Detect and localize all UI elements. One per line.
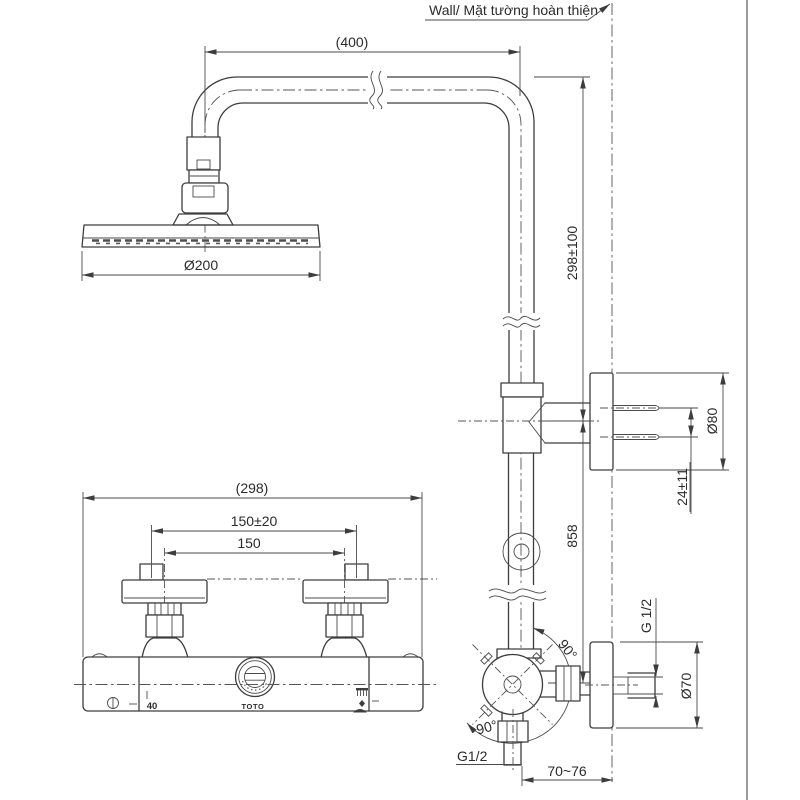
union-right	[320, 602, 368, 659]
dimension-wall-offset: 70~76	[521, 763, 613, 786]
mounting-screw-top	[600, 405, 667, 411]
dim-union-pitch-label: 150	[237, 535, 261, 551]
dimension-body-width: (298)	[82, 480, 423, 657]
shower-head	[81, 136, 321, 248]
swing-arc	[466, 627, 572, 744]
riser-break-upper	[502, 313, 541, 330]
dim-screw-pitch-label: 24±11	[674, 468, 690, 506]
swing-angle-upper-label: 90°	[555, 636, 581, 663]
dimension-union-pitch: 150	[164, 535, 345, 556]
head-dome	[185, 217, 221, 226]
dimension-arm-length: (400)	[204, 34, 521, 133]
thread-outlet-label: G 1/2	[638, 599, 654, 633]
spout-icon	[353, 709, 367, 713]
temp-40-marking: 40	[147, 701, 158, 712]
brand-logo: TOTO	[242, 702, 265, 711]
mounting-screw-bottom	[600, 434, 667, 440]
dimension-head-diameter: Ø200	[81, 251, 321, 281]
head-disc	[81, 224, 321, 248]
dim-elbow-diameter-label: Ø70	[678, 673, 694, 700]
wall-bracket	[458, 372, 667, 471]
dimension-screw-pitch: 24±11	[660, 407, 698, 514]
wall-finish-callout: Wall/ Mặt tường hoàn thiện	[425, 2, 611, 21]
dim-riser-total-label: 858	[564, 524, 580, 548]
safety-button-icon	[107, 697, 119, 709]
head-connector	[181, 182, 229, 214]
swing-angle-lower-label: 90°	[474, 717, 499, 738]
dim-riser-adjust-label: 298±100	[564, 226, 580, 281]
union-left	[141, 602, 189, 659]
wall-flange-plate	[589, 372, 614, 471]
union-nut-left	[145, 614, 184, 638]
valve-side-view: 90° 90°	[466, 627, 663, 770]
thread-inlet-label: G1/2	[457, 748, 488, 764]
dim-body-width-label: (298)	[236, 480, 269, 496]
riser-break-lower	[488, 585, 547, 602]
dim-wall-offset-label: 70~76	[547, 763, 587, 779]
riser-centerline	[486, 89, 522, 649]
head-skirt	[172, 213, 234, 226]
dimension-union-adjust: 150±20	[151, 513, 357, 578]
dimension-riser-heights: 298±100 858	[534, 76, 590, 684]
thread-inlet-callout: G1/2	[456, 748, 522, 765]
riser-union-nut	[500, 382, 544, 398]
diverter-dial	[234, 656, 276, 698]
elbow-nut	[555, 665, 581, 702]
dimension-elbow-diameter: Ø70	[616, 641, 703, 729]
dim-union-adjust-label: 150±20	[231, 513, 278, 529]
slider-knob	[502, 532, 541, 571]
dim-arm-length-label: (400)	[336, 34, 369, 50]
dim-flange-diameter-label: Ø80	[704, 408, 720, 435]
arm-pipe-break	[368, 70, 387, 110]
riser-pipe	[488, 313, 547, 659]
bracket-housing	[502, 396, 542, 454]
shower-arm	[191, 70, 535, 649]
mixer-front-view: 40 TOTO	[74, 548, 437, 713]
dim-head-diameter-label: Ø200	[184, 257, 218, 273]
wall-finish-label: Wall/ Mặt tường hoàn thiện	[429, 2, 598, 18]
dimension-flange: Ø80	[616, 372, 729, 471]
diverter-arrow-icon	[359, 700, 365, 707]
thread-outlet-callout: G 1/2	[638, 598, 659, 708]
union-nut-right	[325, 614, 364, 638]
shower-spray-icon	[356, 688, 368, 696]
head-ball-nut	[186, 136, 221, 171]
wall-escutcheon-right	[302, 579, 389, 604]
